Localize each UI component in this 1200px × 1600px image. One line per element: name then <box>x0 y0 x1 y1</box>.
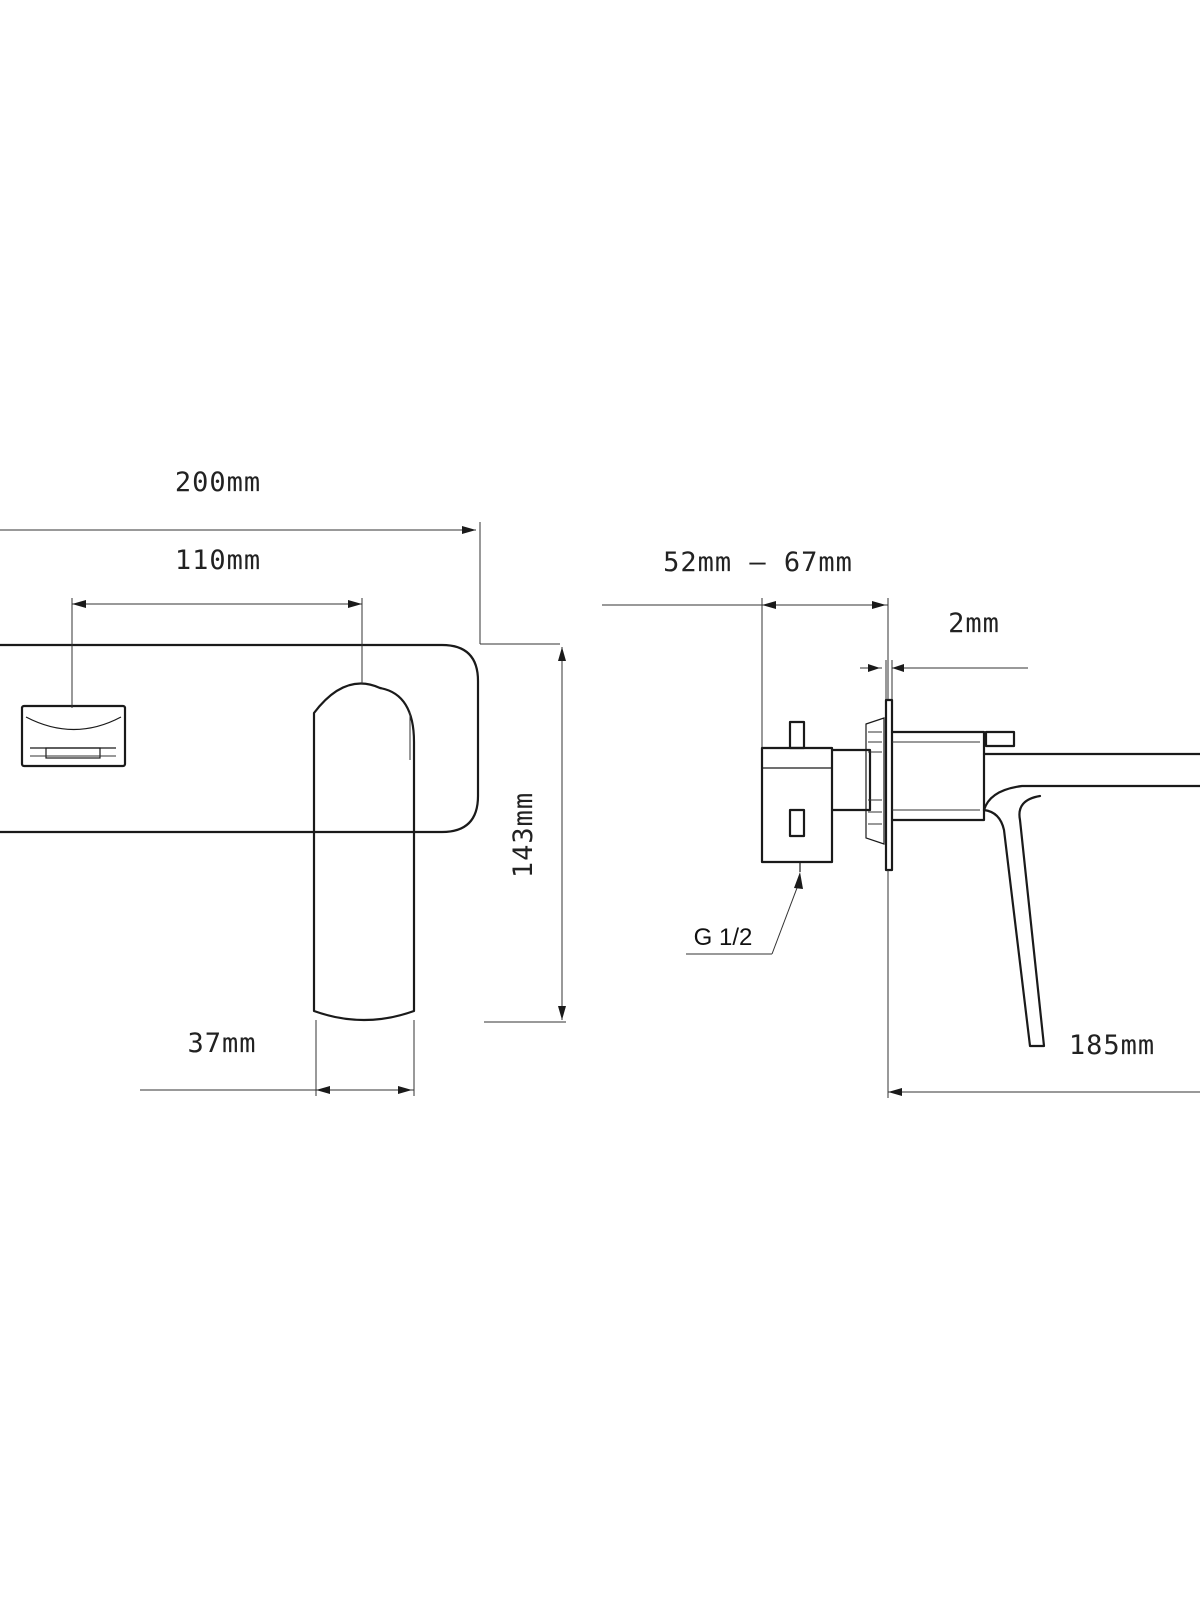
dimension-height <box>484 647 566 1023</box>
thread-callout <box>686 872 803 955</box>
label-height: 143mm <box>508 792 539 878</box>
label-handle-width: 37mm <box>187 1028 256 1059</box>
side-lever <box>982 794 1046 1048</box>
spout-tube <box>890 730 1200 822</box>
dimension-plate-thickness <box>860 660 1028 700</box>
plate-edge <box>884 698 894 872</box>
lever-handle <box>312 682 416 1022</box>
spout-outlet <box>20 704 127 768</box>
dimension-handle-width <box>140 1020 415 1096</box>
label-thread: G 1/2 <box>694 924 753 951</box>
concealed-body <box>760 717 885 872</box>
label-plate-thickness: 2mm <box>948 608 1000 639</box>
side-view: 52mm — 67mm 2mm <box>602 547 1200 1098</box>
dimension-wall-depth <box>602 598 889 750</box>
label-overall-width: 200mm <box>175 467 261 498</box>
front-view: 200mm 110mm 143mm 37mm <box>0 467 566 1096</box>
wall-plate <box>0 643 480 834</box>
label-wall-depth: 52mm — 67mm <box>663 547 853 578</box>
dimension-spout-projection <box>887 870 1200 1098</box>
dimension-centre-spacing <box>71 598 363 708</box>
label-centre-spacing: 110mm <box>175 545 261 576</box>
label-spout-projection: 185mm <box>1069 1030 1155 1061</box>
dimension-overall-width <box>0 522 560 645</box>
